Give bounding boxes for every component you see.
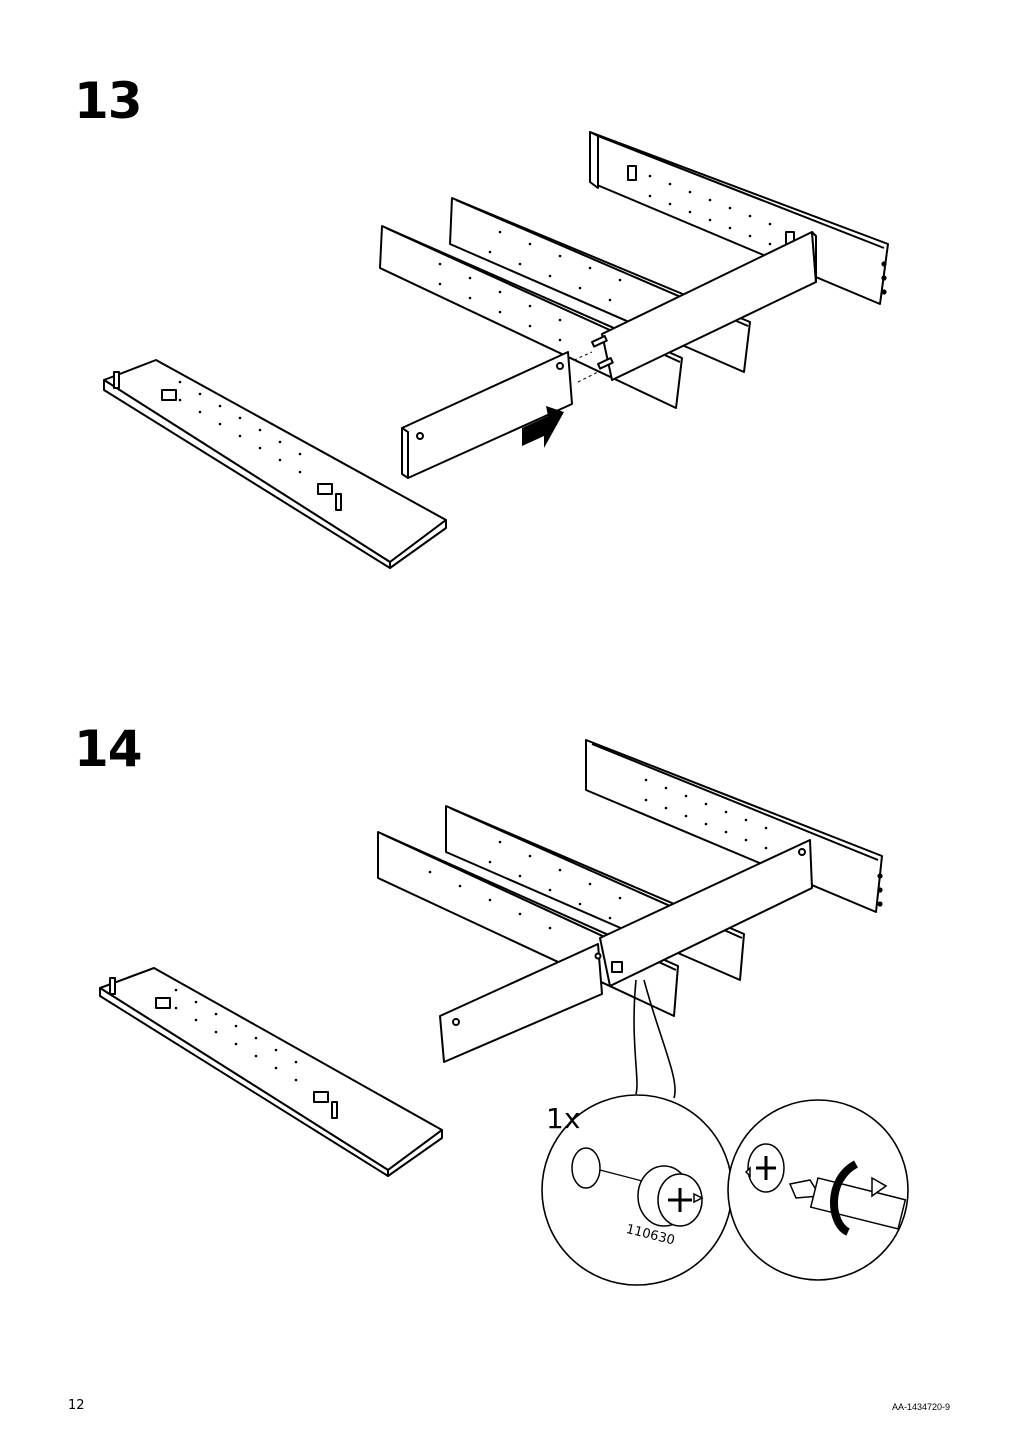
middle-panel-2 [377,831,679,1017]
cam-lock-icon [637,1165,704,1227]
hole-icon [571,1147,601,1189]
left-lying-panel [99,967,443,1177]
document-id: AA-1434720-9 [891,1402,950,1412]
dowels [590,335,614,370]
step-14-number: 14 [74,720,143,778]
front-panel [439,848,806,1063]
push-arrow-icon [522,406,564,448]
page-number: 12 [68,1398,85,1413]
cross-beam [599,839,813,987]
rotate-arrow-icon [830,1160,859,1236]
step-13-illustration [103,131,889,569]
back-side-panel [585,739,883,913]
left-lying-panel [103,359,447,569]
hole-rows-14 [174,778,768,1082]
quantity-label: 1x [546,1102,581,1135]
middle-panel-1 [445,805,745,981]
dowel-guide-lines [573,351,599,383]
detail-circle-screwdriver [727,1099,909,1281]
step-13-number: 13 [74,72,143,130]
screwdriver-icon [788,1177,907,1230]
cam-lock-in-place [611,961,623,973]
hole-rows-13 [178,174,772,474]
front-panel [401,351,573,479]
detail-callout-leader [633,979,676,1099]
part-number: 110630 [624,1222,677,1249]
cam-lock-face-icon [744,1143,785,1193]
